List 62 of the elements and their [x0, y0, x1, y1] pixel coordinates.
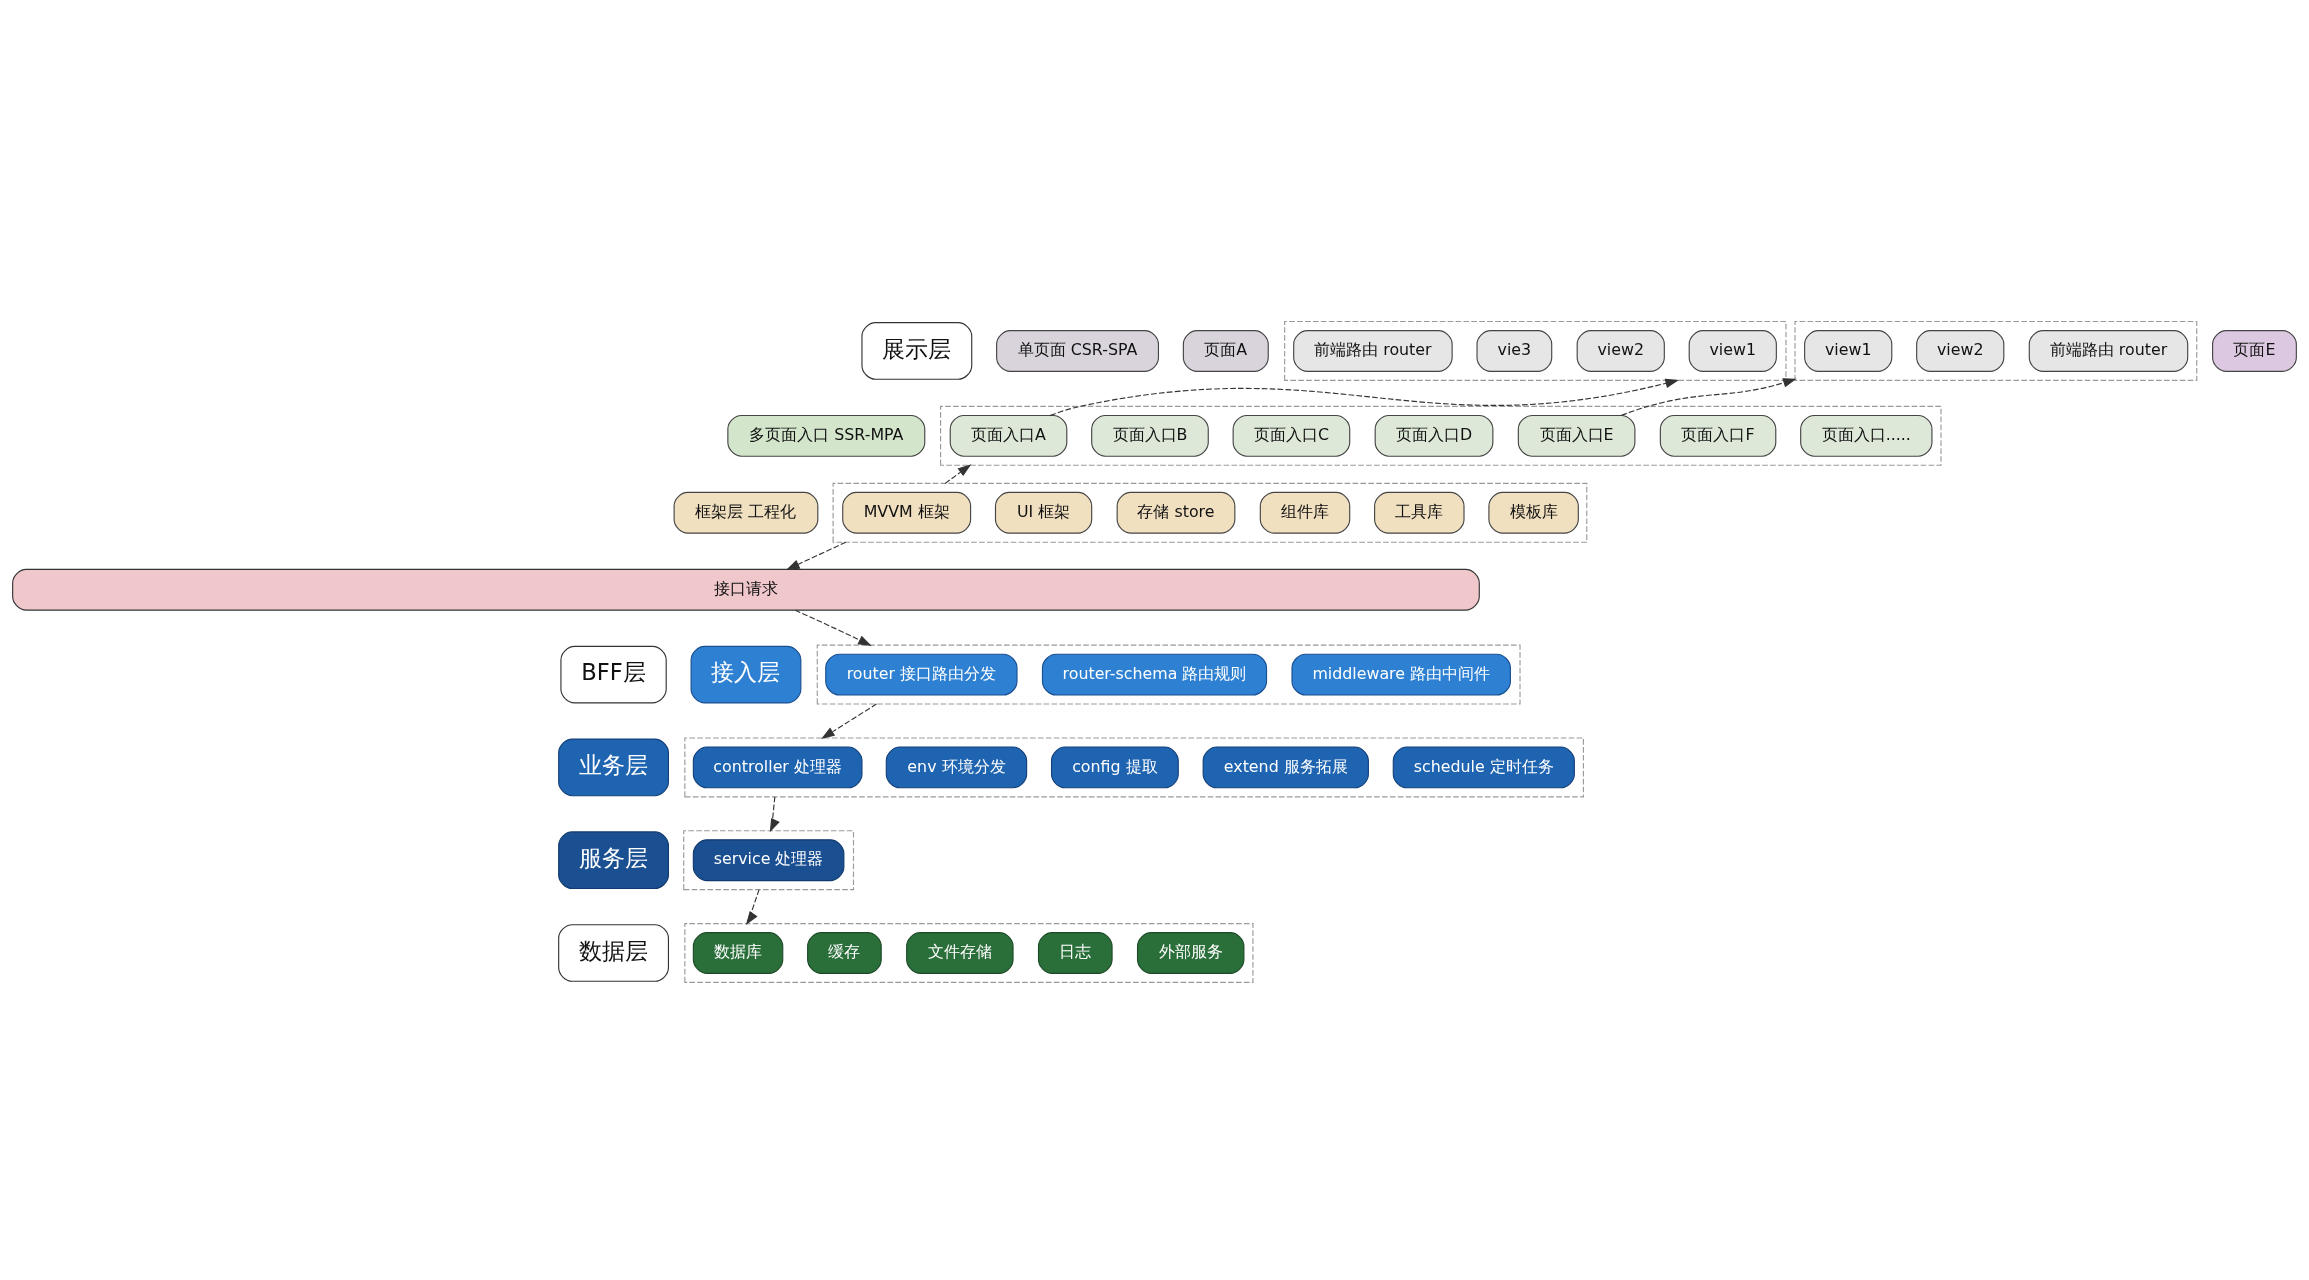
node-box: view2: [1916, 329, 2005, 372]
arrow: [1620, 377, 1797, 416]
node-box: config 提取: [1050, 745, 1179, 788]
node-box: extend 服务拓展: [1202, 745, 1369, 788]
node-box: 前端路由 router: [1293, 329, 1453, 372]
cluster: [684, 736, 1584, 797]
node-box: UI 框架: [994, 491, 1093, 534]
arrow: [769, 795, 780, 832]
node-box: MVVM 框架: [842, 491, 972, 534]
arrow: [745, 888, 760, 925]
node-box: 页面入口A: [949, 414, 1068, 457]
node-box: 缓存: [807, 931, 882, 974]
node-box: 框架层 工程化: [673, 491, 819, 534]
cluster: [816, 644, 1521, 705]
node-box: 页面入口.....: [1800, 414, 1933, 457]
node-box: 存储 store: [1116, 491, 1236, 534]
cluster: [683, 829, 855, 890]
arrow: [944, 463, 972, 484]
arrow: [821, 702, 878, 739]
node-box: service 处理器: [692, 838, 845, 881]
node-box: 外部服务: [1136, 931, 1245, 974]
node-box: schedule 定时任务: [1392, 745, 1575, 788]
node-box: 工具库: [1374, 491, 1465, 534]
node-box: 文件存储: [906, 931, 1014, 974]
node-box: 展示层: [861, 321, 973, 380]
node-box: router-schema 路由规则: [1041, 653, 1268, 696]
node-box: 页面入口B: [1091, 414, 1209, 457]
node-box: 前端路由 router: [2028, 329, 2189, 372]
node-box: middleware 路由中间件: [1291, 653, 1511, 696]
cluster: [940, 405, 1942, 466]
node-box: controller 处理器: [692, 745, 863, 788]
node-box: 接入层: [690, 645, 802, 703]
arrow: [1049, 378, 1679, 416]
node-box: view2: [1576, 329, 1665, 372]
node-box: 页面入口D: [1374, 414, 1494, 457]
node-box: BFF层: [560, 645, 667, 703]
node-box: 数据层: [558, 923, 669, 982]
node-box: 页面E: [2212, 329, 2297, 372]
node-box: view1: [1804, 329, 1893, 372]
cluster: [1794, 320, 2198, 381]
node-box: 页面入口F: [1659, 414, 1777, 457]
node-box: 组件库: [1259, 491, 1351, 534]
node-box: 单页面 CSR-SPA: [996, 329, 1160, 372]
node-box: view1: [1688, 329, 1777, 372]
cluster: [832, 482, 1588, 543]
node-box: 数据库: [692, 931, 784, 974]
node-box: 页面入口C: [1232, 414, 1351, 457]
arrow: [786, 541, 847, 570]
node-box: 模板库: [1488, 491, 1579, 534]
node-box: 页面A: [1182, 329, 1269, 372]
node-box: 多页面入口 SSR-MPA: [727, 414, 926, 457]
node-box: 服务层: [558, 830, 669, 889]
node-box: 业务层: [558, 738, 669, 796]
node-box: 页面入口E: [1517, 414, 1636, 457]
node-box: 日志: [1037, 931, 1113, 974]
node-box: router 接口路由分发: [825, 653, 1018, 696]
arrow: [794, 609, 872, 646]
cluster: [1284, 320, 1787, 381]
cluster: [684, 922, 1254, 983]
node-box: vie3: [1476, 329, 1553, 372]
node-box: env 环境分发: [885, 745, 1028, 788]
node-box: 接口请求: [12, 568, 1480, 611]
